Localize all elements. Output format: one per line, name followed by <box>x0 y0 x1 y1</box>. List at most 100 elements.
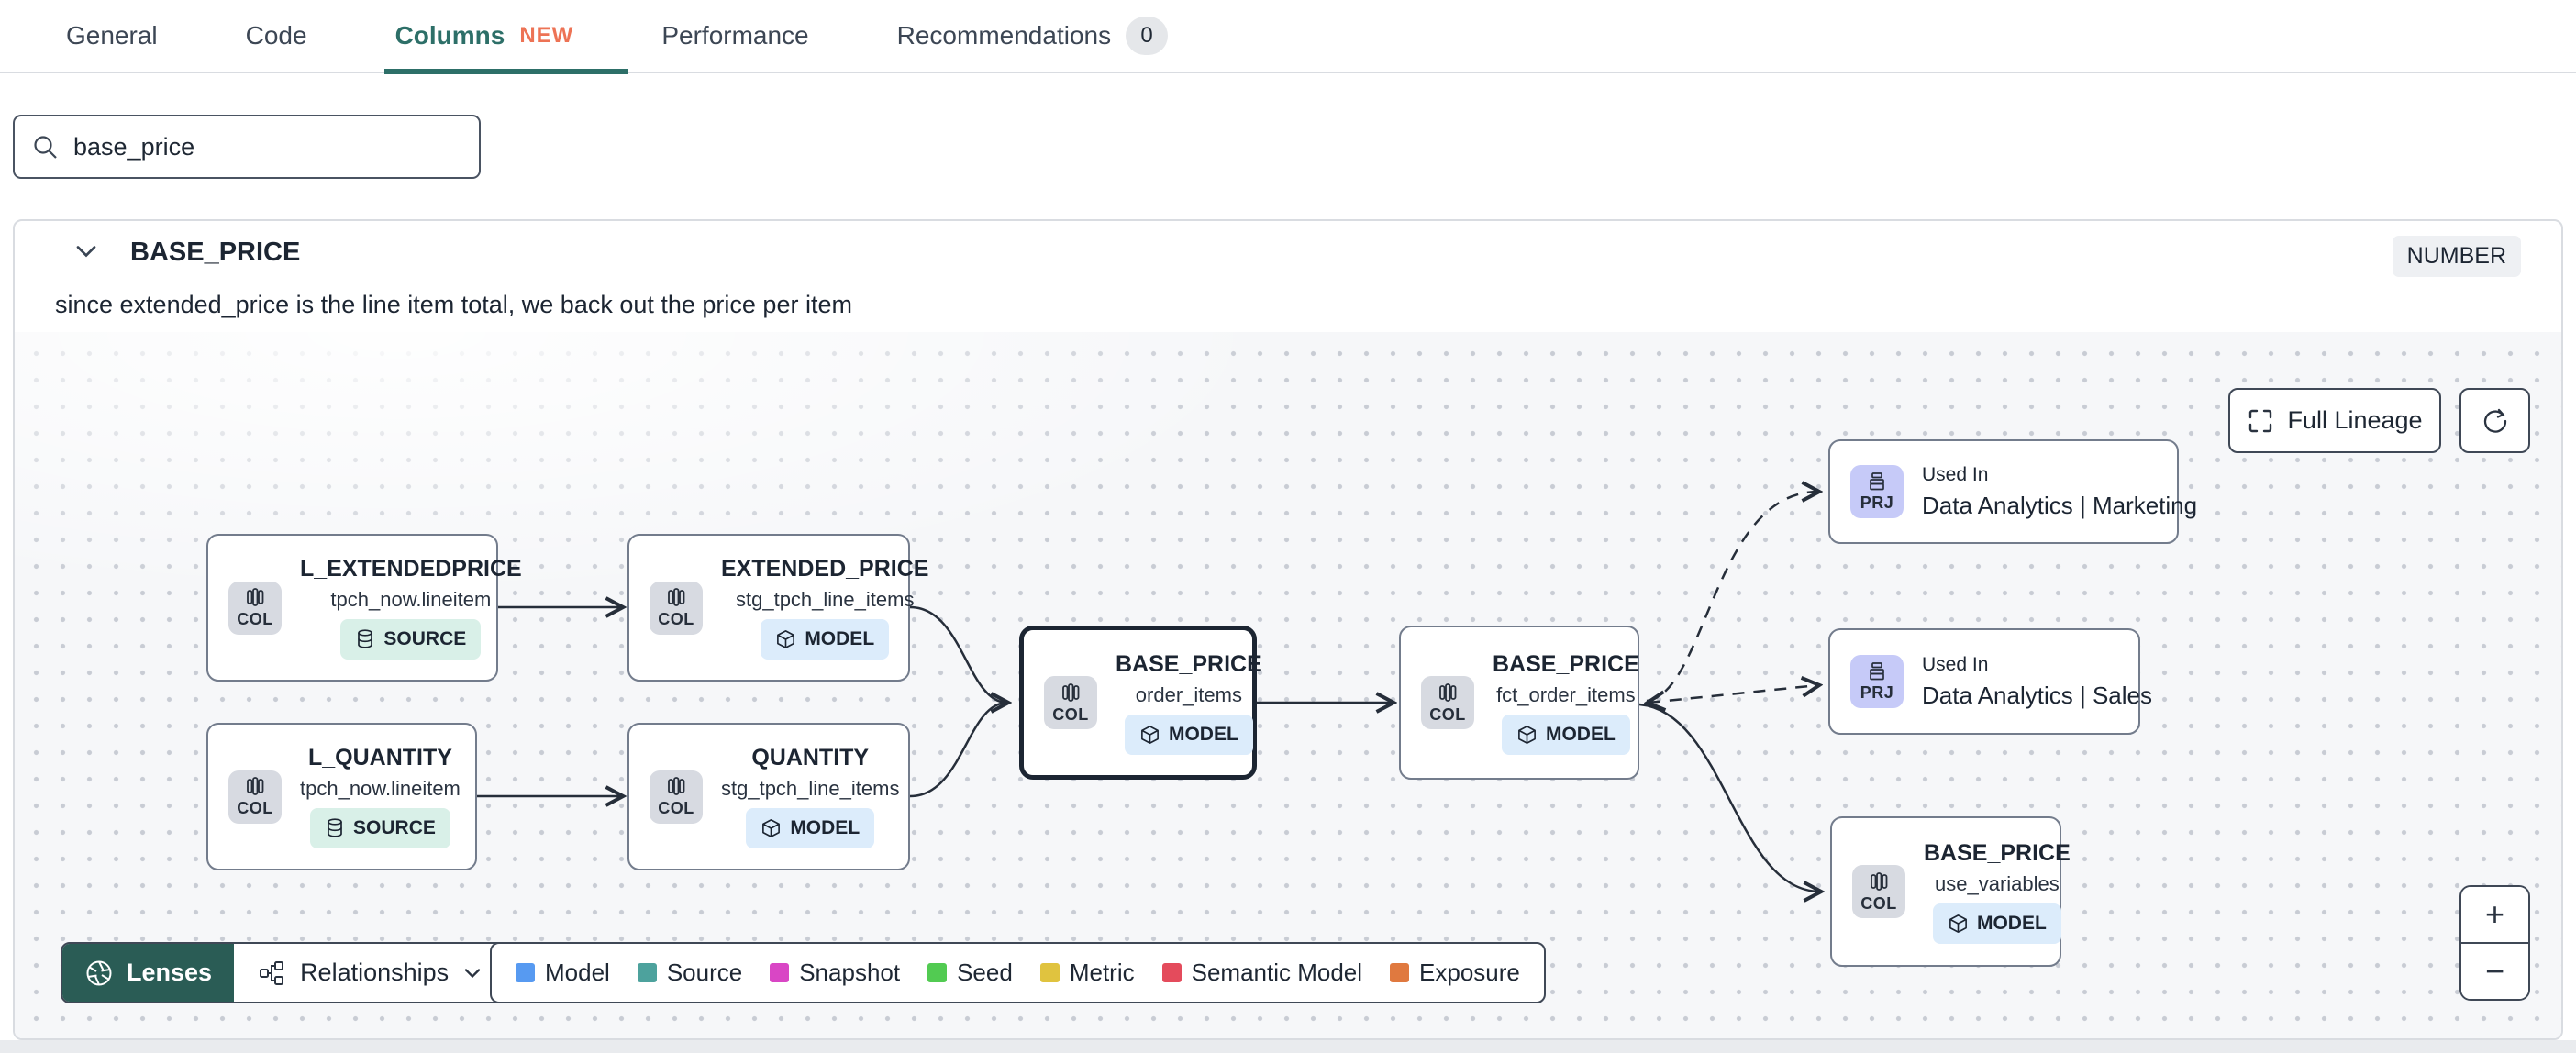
node-subtitle: tpch_now.lineitem <box>300 777 461 800</box>
zoom-control: + − <box>2459 885 2530 1001</box>
node-title: QUANTITY <box>751 745 870 770</box>
legend-item-model: Model <box>516 959 610 987</box>
chevron-down-icon <box>464 968 481 978</box>
node-title: L_QUANTITY <box>307 745 452 770</box>
tab-columns[interactable]: Columns NEW <box>383 0 629 74</box>
resource-badge: SOURCE <box>340 619 482 660</box>
node-eyebrow: Used In <box>1922 463 1989 485</box>
lineage-node-quantity[interactable]: COL QUANTITY stg_tpch_line_items MODEL <box>627 723 910 870</box>
lineage-node-l-quantity[interactable]: COL L_QUANTITY tpch_now.lineitem SOURCE <box>206 723 477 870</box>
project-icon <box>1870 661 1884 680</box>
lenses-button[interactable]: Lenses <box>62 944 235 1002</box>
legend-item-source: Source <box>637 959 742 987</box>
cube-icon <box>1141 725 1159 744</box>
column-type-icon: COL <box>650 581 703 635</box>
new-badge: NEW <box>519 23 574 48</box>
cube-icon <box>762 819 781 837</box>
legend-swatch <box>1161 963 1182 982</box>
resource-badge: MODEL <box>1501 714 1630 755</box>
node-subtitle: stg_tpch_line_items <box>736 588 915 611</box>
lineage-node-base-price-fct-order-items[interactable]: COL BASE_PRICE fct_order_items MODEL <box>1399 626 1639 780</box>
node-title: L_EXTENDEDPRICE <box>300 556 522 582</box>
legend-item-exposure: Exposure <box>1390 959 1520 987</box>
legend-swatch <box>770 963 790 982</box>
lineage-node-used-in-marketing[interactable]: PRJ Used In Data Analytics | Marketing <box>1828 439 2197 544</box>
columns-icon <box>1439 682 1457 702</box>
columns-icon <box>247 777 264 795</box>
chevron-down-icon[interactable] <box>75 243 97 260</box>
legend-item-snapshot: Snapshot <box>770 959 900 987</box>
hierarchy-icon <box>260 960 284 985</box>
resource-badge: SOURCE <box>310 808 450 848</box>
zoom-out-button[interactable]: − <box>2461 944 2528 999</box>
tab-bar: General Code Columns NEW Performance Rec… <box>0 0 2576 74</box>
legend-swatch <box>1039 963 1060 982</box>
node-subtitle: use_variables <box>1935 871 2060 895</box>
tab-recommendations[interactable]: Recommendations 0 <box>897 0 1169 72</box>
relationships-dropdown[interactable]: Relationships <box>234 944 506 1002</box>
node-eyebrow: Used In <box>1922 653 1989 675</box>
node-subtitle: fct_order_items <box>1496 682 1636 706</box>
recommendations-count-badge: 0 <box>1126 17 1169 55</box>
tab-performance[interactable]: Performance <box>661 21 809 50</box>
lineage-node-extended-price[interactable]: COL EXTENDED_PRICE stg_tpch_line_items M… <box>627 534 928 682</box>
legend-item-semantic-model: Semantic Model <box>1161 959 1362 987</box>
project-icon-tile: PRJ <box>1850 465 1904 518</box>
lineage-node-base-price-order-items[interactable]: COL BASE_PRICE order_items MODEL <box>1019 626 1262 780</box>
aperture-icon <box>86 960 112 985</box>
column-type-icon: COL <box>228 581 282 635</box>
full-lineage-button[interactable]: Full Lineage <box>2228 388 2441 453</box>
column-type-icon: COL <box>228 770 282 824</box>
lineage-node-used-in-sales[interactable]: PRJ Used In Data Analytics | Sales <box>1828 628 2152 735</box>
lineage-edges <box>477 332 2561 1040</box>
node-subtitle: order_items <box>1135 682 1242 706</box>
lineage-node-base-price-use-variables[interactable]: COL BASE_PRICE use_variables MODEL <box>1830 816 2071 967</box>
refresh-icon <box>2483 408 2506 433</box>
node-title: BASE_PRICE <box>1924 839 2071 866</box>
legend-item-seed: Seed <box>927 959 1013 987</box>
resource-badge: MODEL <box>746 808 875 848</box>
columns-icon <box>1871 871 1888 891</box>
node-title: BASE_PRICE <box>1493 650 1639 677</box>
column-type-icon: COL <box>1421 676 1474 729</box>
legend-swatch <box>516 963 535 982</box>
search-input[interactable] <box>73 132 462 161</box>
resource-badge: MODEL <box>1124 714 1253 755</box>
zoom-in-button[interactable]: + <box>2461 887 2528 944</box>
node-title: BASE_PRICE <box>1116 650 1262 677</box>
columns-icon <box>668 777 685 795</box>
refresh-button[interactable] <box>2459 388 2530 453</box>
project-icon <box>1870 471 1884 490</box>
legend-swatch <box>927 963 948 982</box>
project-icon-tile: PRJ <box>1850 655 1904 708</box>
legend-item-metric: Metric <box>1039 959 1135 987</box>
database-icon <box>358 629 373 648</box>
column-type-badge: NUMBER <box>2392 236 2521 277</box>
bottom-scrollbar-track[interactable] <box>0 1040 2576 1053</box>
legend-swatch <box>1390 963 1410 982</box>
column-name: BASE_PRICE <box>130 238 301 267</box>
tab-code[interactable]: Code <box>245 21 307 50</box>
node-title: EXTENDED_PRICE <box>721 556 929 582</box>
lineage-toolbar: Lenses Relationships <box>61 942 508 1003</box>
node-subtitle: stg_tpch_line_items <box>721 777 900 800</box>
column-search[interactable] <box>13 115 481 179</box>
columns-icon <box>668 588 685 606</box>
columns-icon <box>1062 682 1080 702</box>
column-description: since extended_price is the line item to… <box>55 291 852 318</box>
lineage-canvas[interactable]: COL L_EXTENDEDPRICE tpch_now.lineitem SO… <box>15 332 2561 1040</box>
resource-badge: MODEL <box>1932 903 2061 944</box>
lineage-node-l-extendedprice[interactable]: COL L_EXTENDEDPRICE tpch_now.lineitem SO… <box>206 534 522 682</box>
cube-icon <box>777 630 795 648</box>
tab-general[interactable]: General <box>66 21 158 50</box>
cube-icon <box>1949 914 1967 933</box>
node-title: Data Analytics | Sales <box>1922 681 2152 709</box>
node-title: Data Analytics | Marketing <box>1922 491 2198 519</box>
node-subtitle: tpch_now.lineitem <box>330 588 492 611</box>
column-type-icon: COL <box>1044 676 1097 729</box>
fullscreen-icon <box>2249 409 2272 432</box>
column-type-icon: COL <box>650 770 703 824</box>
cube-icon <box>1518 725 1536 744</box>
legend-swatch <box>637 963 657 982</box>
column-type-icon: COL <box>1852 865 1905 918</box>
